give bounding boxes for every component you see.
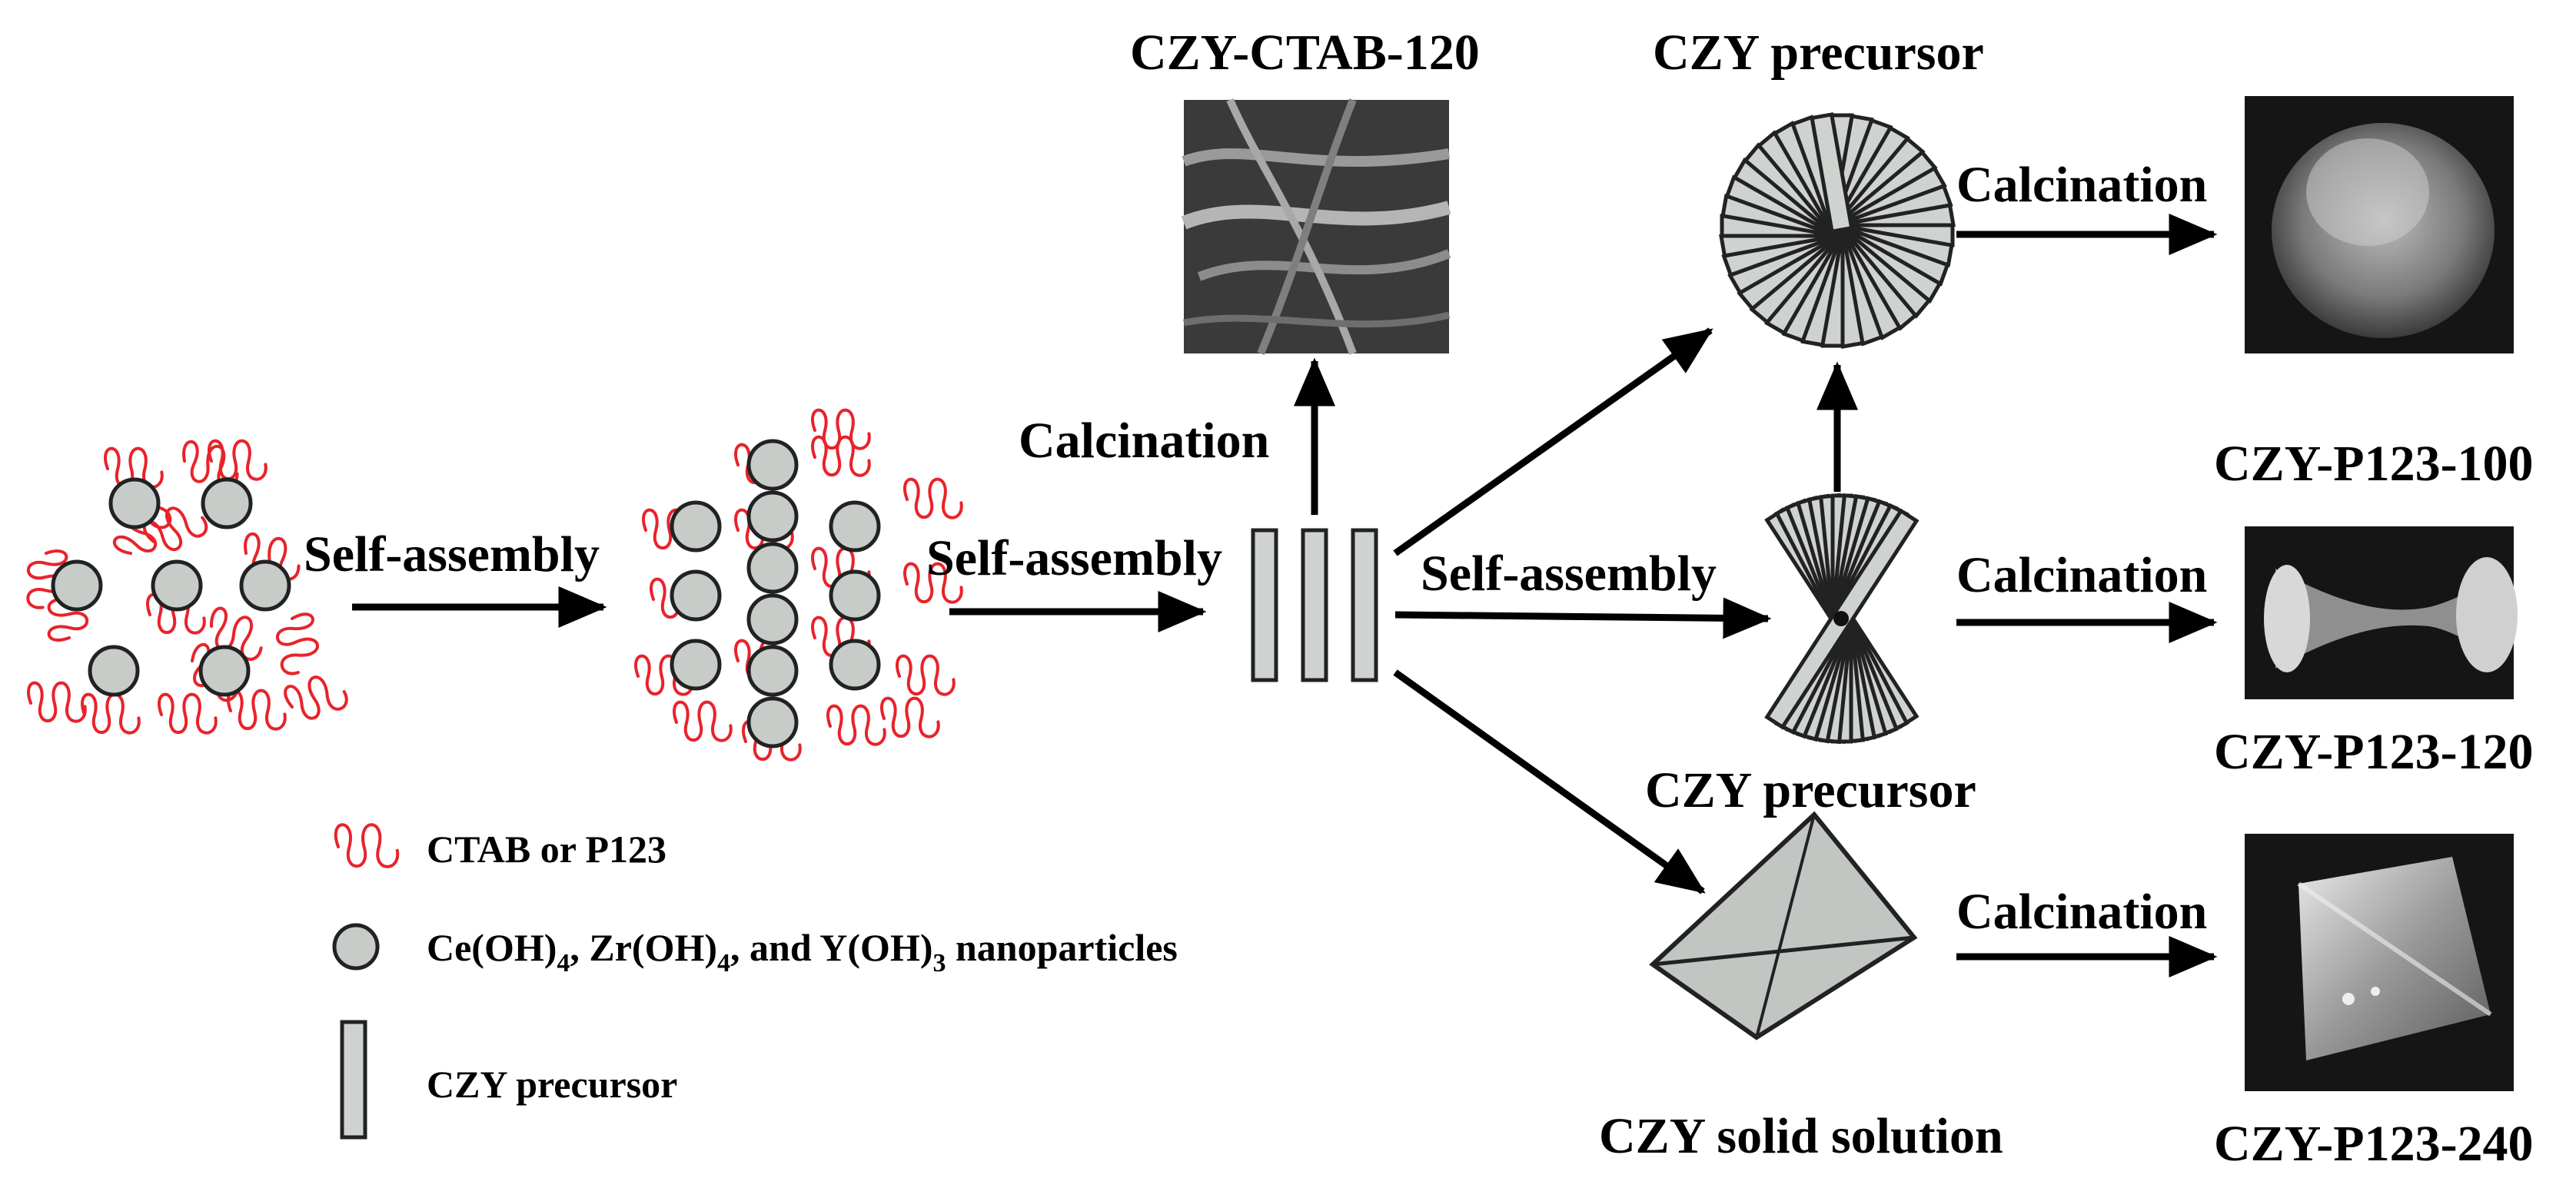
sem-image-p123-100 bbox=[2245, 96, 2514, 353]
grey-circle-icon bbox=[332, 923, 380, 971]
surfactant-coil bbox=[112, 506, 172, 555]
surfactant-coil bbox=[208, 439, 268, 481]
sem-image-p123-240 bbox=[2245, 834, 2514, 1091]
precursor-rod bbox=[1810, 112, 1854, 234]
label-calcination-100: Calcination bbox=[1956, 157, 2207, 213]
assembled-particles-group bbox=[634, 408, 963, 762]
label-self-assembly-2: Self-assembly bbox=[926, 530, 1222, 586]
dispersed-particles-group bbox=[26, 439, 348, 735]
surfactant-coil bbox=[26, 549, 68, 609]
precursor-sphere bbox=[1719, 112, 1956, 349]
surfactant-coil bbox=[209, 606, 263, 661]
surfactant-coil bbox=[673, 700, 733, 742]
legend-nanoparticles-label: Ce(OH)4, Zr(OH)4, and Y(OH)3 nanoparticl… bbox=[427, 926, 1178, 977]
bundle-knot bbox=[1833, 611, 1849, 626]
precursor-bowtie bbox=[1764, 493, 1920, 745]
label-calcination-up: Calcination bbox=[1019, 413, 1269, 469]
label-p123-240: CZY-P123-240 bbox=[2214, 1116, 2534, 1172]
legend-rod-label: CZY precursor bbox=[427, 1063, 677, 1106]
legend: CTAB or P123 Ce(OH)4, Zr(OH)4, and Y(OH)… bbox=[332, 823, 1178, 1140]
legend-surfactant-label: CTAB or P123 bbox=[427, 828, 666, 871]
surfactant-coil bbox=[896, 654, 956, 696]
label-p123-100: CZY-P123-100 bbox=[2214, 436, 2534, 492]
surfactant-coil bbox=[334, 823, 400, 868]
arrow-to-solid-solution bbox=[1393, 669, 1706, 894]
surfactant-coil bbox=[284, 675, 348, 720]
red-coil-icon bbox=[334, 823, 400, 868]
label-self-assembly-1: Self-assembly bbox=[304, 526, 600, 582]
label-precursor-mid: CZY precursor bbox=[1645, 762, 1976, 818]
label-ctab-120: CZY-CTAB-120 bbox=[1130, 25, 1480, 81]
sem-image-ctab-120 bbox=[1181, 98, 1451, 355]
surfactant-coil bbox=[227, 689, 287, 731]
sem-image-p123-120 bbox=[2245, 526, 2518, 699]
arrow-to-precursor-top bbox=[1393, 327, 1713, 556]
surfactant-coil bbox=[826, 704, 886, 746]
surfactant-coil bbox=[158, 692, 218, 735]
surfactant-coil bbox=[903, 562, 963, 604]
surfactant-coil bbox=[811, 435, 871, 477]
surfactant-coil bbox=[634, 654, 694, 696]
rod-precursor-group bbox=[1251, 528, 1378, 682]
solid-solution-octahedron bbox=[1649, 811, 1918, 1040]
surfactant-coil bbox=[811, 408, 871, 450]
label-solid-solution: CZY solid solution bbox=[1599, 1108, 2003, 1164]
surfactant-coil bbox=[27, 681, 87, 723]
surfactant-coil bbox=[81, 692, 141, 735]
label-precursor-top: CZY precursor bbox=[1653, 25, 1984, 81]
surfactant-coil bbox=[903, 477, 963, 519]
surfactant-coil bbox=[880, 696, 940, 738]
label-p123-120: CZY-P123-120 bbox=[2214, 724, 2534, 780]
grey-rod-icon bbox=[340, 1020, 367, 1140]
label-calcination-120: Calcination bbox=[1956, 547, 2207, 603]
surfactant-coil bbox=[276, 612, 319, 675]
label-calcination-240: Calcination bbox=[1956, 884, 2207, 940]
arrow-self-assembly-3 bbox=[1394, 597, 1772, 639]
label-self-assembly-3: Self-assembly bbox=[1421, 546, 1717, 602]
